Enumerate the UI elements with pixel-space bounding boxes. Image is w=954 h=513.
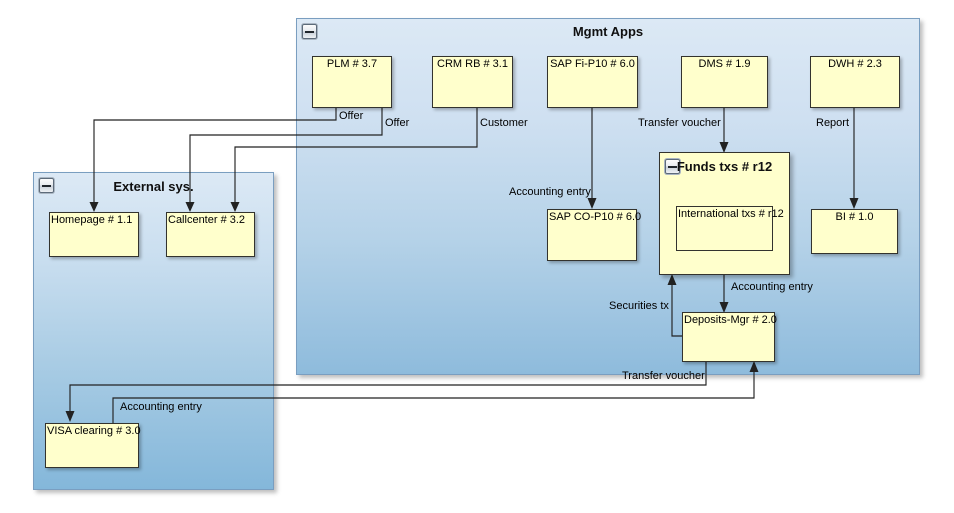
group-title-mgmt-apps: Mgmt Apps <box>572 24 644 39</box>
node-international-txs[interactable]: International txs # r12 <box>676 206 784 251</box>
minus-icon-funds-txs[interactable] <box>665 159 680 174</box>
node-label-deposits-mgr: Deposits-Mgr # 2.0 <box>684 314 777 326</box>
edge-label-deposits-visa: Transfer voucher <box>622 370 705 382</box>
node-label-homepage: Homepage # 1.1 <box>51 214 133 226</box>
minus-icon-mgmt-apps[interactable] <box>302 24 317 39</box>
edge-label-sapfi-sapco: Accounting entry <box>509 186 591 198</box>
edge-label-deposits-funds: Securities tx <box>609 300 669 312</box>
node-label-callcenter: Callcenter # 3.2 <box>168 214 246 226</box>
node-bi[interactable]: BI # 1.0 <box>811 209 898 254</box>
node-plm[interactable]: PLM # 3.7 <box>312 56 392 108</box>
node-dwh[interactable]: DWH # 2.3 <box>810 56 900 108</box>
group-title-external-sys: External sys. <box>113 179 194 194</box>
edge-label-plm-homepage: Offer <box>339 110 364 122</box>
node-sap-fi-p10[interactable]: SAP Fi-P10 # 6.0 <box>547 56 638 108</box>
edge-label-funds-deposits: Accounting entry <box>731 281 813 293</box>
node-crm-rb[interactable]: CRM RB # 3.1 <box>432 56 513 108</box>
edge-label-visa-deposits: Accounting entry <box>120 401 202 413</box>
group-funds-txs[interactable]: Funds txs # r12 International txs # r12 <box>659 152 790 275</box>
node-label-sap-fi-p10: SAP Fi-P10 # 6.0 <box>550 58 635 70</box>
minus-icon-external-sys[interactable] <box>39 178 54 193</box>
edge-label-dms-funds: Transfer voucher <box>638 117 721 129</box>
node-label-sap-co-p10: SAP CO-P10 # 6.0 <box>549 211 642 223</box>
edge-label-plm-callcenter: Offer <box>385 117 410 129</box>
node-sap-co-p10[interactable]: SAP CO-P10 # 6.0 <box>547 209 641 261</box>
edge-label-dwh-bi: Report <box>816 117 850 129</box>
node-label-plm: PLM # 3.7 <box>326 58 378 70</box>
node-homepage[interactable]: Homepage # 1.1 <box>49 212 139 257</box>
node-label-bi: BI # 1.0 <box>835 211 874 223</box>
node-callcenter[interactable]: Callcenter # 3.2 <box>166 212 255 257</box>
node-label-crm-rb: CRM RB # 3.1 <box>437 58 508 70</box>
node-dms[interactable]: DMS # 1.9 <box>681 56 768 108</box>
node-label-visa-clearing: VISA clearing # 3.0 <box>47 425 141 437</box>
edge-label-crm-callcenter: Customer <box>480 117 528 129</box>
node-label-dms: DMS # 1.9 <box>698 58 751 70</box>
node-visa-clearing[interactable]: VISA clearing # 3.0 <box>45 423 141 468</box>
group-title-funds-txs: Funds txs # r12 <box>676 159 773 174</box>
node-label-dwh: DWH # 2.3 <box>828 58 882 70</box>
node-label-international-txs: International txs # r12 <box>678 208 784 220</box>
node-deposits-mgr[interactable]: Deposits-Mgr # 2.0 <box>682 312 777 362</box>
